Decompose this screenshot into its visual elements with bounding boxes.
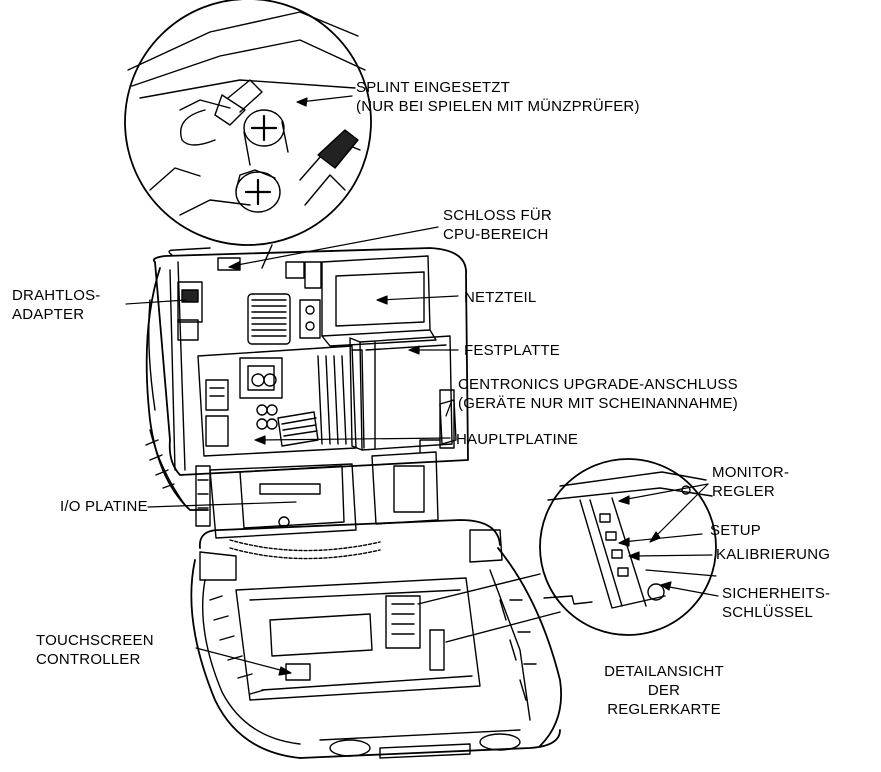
label-splint-line2: (NUR BEI SPIELEN MIT MÜNZPRÜFER) [356,98,640,115]
label-sicherheit-line1: SICHERHEITS- [722,585,831,602]
power-supply [321,255,437,347]
lower-right-board [371,439,441,525]
label-kalibrierung: KALIBRIERUNG [716,546,831,563]
label-setup: SETUP [710,522,762,539]
label-schloss-line1: SCHLOSS FÜR [443,207,552,224]
control-board-detail-circle [539,458,717,636]
mainboard [197,345,365,457]
label-splint: SPLINT EINGESETZT (NUR BEI SPIELEN MIT M… [356,78,640,116]
hinge-cable [229,539,381,552]
label-drahtlos-line1: DRAHTLOS- [12,287,101,304]
label-detail-line3: REGLERKARTE [607,701,721,718]
hard-disk [349,335,457,451]
detail-connector-line [417,573,541,605]
label-monitor-line1: MONITOR- [712,464,790,481]
io-board [195,463,357,539]
base-unit [190,519,562,759]
label-centronics-line1: CENTRONICS UPGRADE-ANSCHLUSS [458,376,738,393]
label-monitor: MONITOR- REGLER [712,463,789,501]
label-touchscreen-line2: CONTROLLER [36,651,141,668]
label-io-platine: I/O PLATINE [60,498,148,515]
label-monitor-line2: REGLER [712,483,775,500]
label-centronics-line2: (GERÄTE NUR MIT SCHEINANNAHME) [458,395,738,412]
label-schloss: SCHLOSS FÜR CPU-BEREICH [443,206,552,244]
label-sicherheit-line2: SCHLÜSSEL [722,604,814,621]
label-touchscreen: TOUCHSCREEN CONTROLLER [36,631,154,669]
label-detail-line2: DER [647,682,681,699]
label-drahtlos: DRAHTLOS- ADAPTER [12,286,100,324]
centronics-port [439,389,455,449]
label-schloss-line2: CPU-BEREICH [443,226,549,243]
label-festplatte: FESTPLATTE [464,342,560,359]
label-hauptplatine: HAUPLTPLATINE [456,431,579,448]
label-detail-line1: DETAILANSICHT [604,663,724,680]
label-drahtlos-line2: ADAPTER [12,306,85,323]
leader-lines [125,95,719,676]
splint-detail-circle [124,0,372,246]
fan-grill [247,293,321,345]
label-touchscreen-line1: TOUCHSCREEN [36,632,154,649]
label-sicherheit: SICHERHEITS- SCHLÜSSEL [722,584,830,622]
label-netzteil: NETZTEIL [464,289,537,306]
label-centronics: CENTRONICS UPGRADE-ANSCHLUSS (GERÄTE NUR… [458,375,738,413]
label-splint-line1: SPLINT EINGESETZT [356,79,510,96]
label-detail-view: DETAILANSICHT DER REGLERKARTE [600,662,728,719]
cabinet-panel [145,247,469,511]
wireless-adapter [177,281,203,341]
